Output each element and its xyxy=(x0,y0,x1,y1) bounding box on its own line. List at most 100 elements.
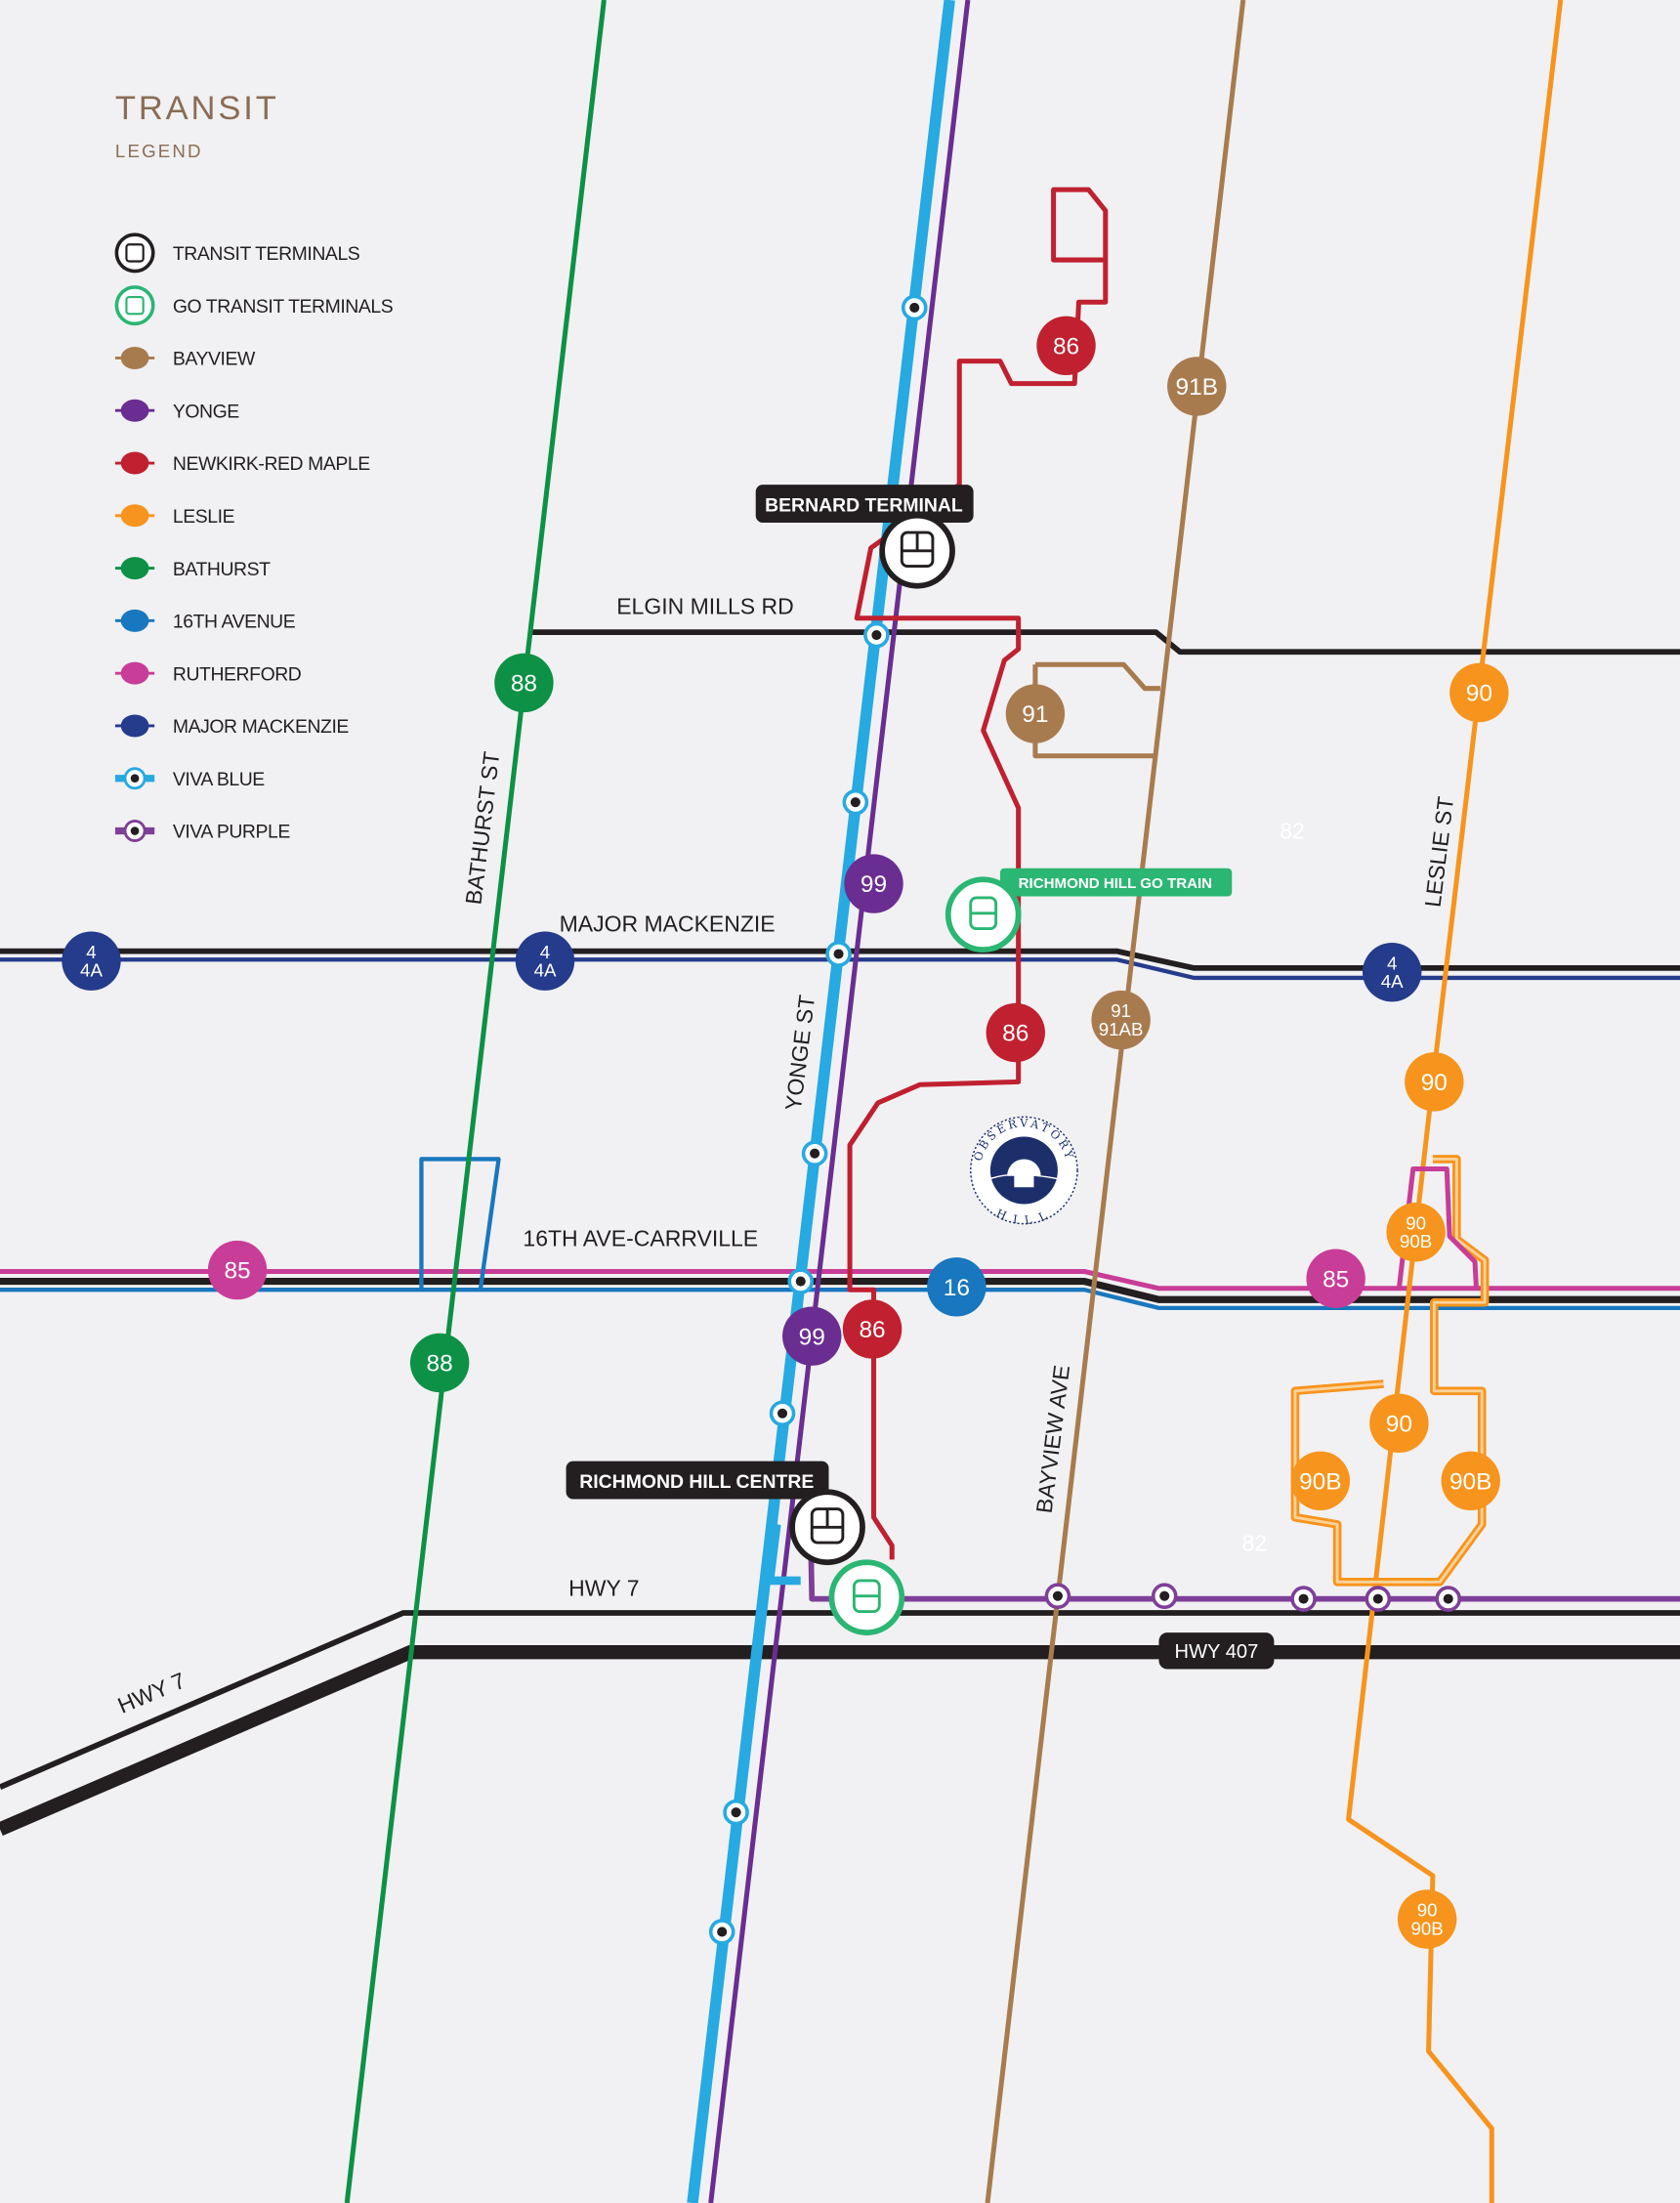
route-badge[interactable]: 86 xyxy=(986,1002,1045,1063)
train-terminal-icon xyxy=(114,285,155,326)
viva-blue-stop[interactable] xyxy=(901,294,928,321)
viva-blue-stop[interactable] xyxy=(723,1799,749,1826)
viva-blue-stop[interactable] xyxy=(801,1140,828,1167)
bus-terminal-icon xyxy=(114,233,155,274)
route-badge[interactable]: 86 xyxy=(1036,316,1096,375)
legend-item: VIVA BLUE xyxy=(114,767,266,790)
viva-stop-icon xyxy=(114,820,155,843)
bernard-terminal[interactable]: BERNARD TERMINAL xyxy=(755,485,974,589)
viva-purple-stop[interactable] xyxy=(1044,1583,1071,1610)
route-number: 4A xyxy=(534,960,557,981)
route-badge[interactable]: 86 xyxy=(842,1299,903,1359)
route-number: 88 xyxy=(511,671,537,698)
legend-item-label: LESLIE xyxy=(173,506,235,528)
legend-item-label: 16TH AVENUE xyxy=(173,612,296,633)
train-terminal-icon xyxy=(945,876,1022,953)
legend-item: GO TRANSIT TERMINALS xyxy=(114,285,394,326)
legend-item: YONGE xyxy=(114,399,240,422)
route-number: 99 xyxy=(799,1324,825,1350)
route-badge[interactable]: 85 xyxy=(207,1240,268,1300)
observatory-hill-logo: OBSERVATORY HILL xyxy=(970,1116,1078,1227)
route-number: 90 xyxy=(1466,681,1492,707)
route-number: 90B xyxy=(1449,1468,1491,1495)
route-badge[interactable]: 91B xyxy=(1167,357,1227,416)
route-badge[interactable]: 90B xyxy=(1290,1451,1351,1510)
route-badge[interactable]: 44A xyxy=(62,931,121,991)
route-leslie-90b-loop-inner xyxy=(1293,1158,1487,1584)
legend-item-label: TRANSIT TERMINALS xyxy=(173,243,360,265)
legend-subtitle: LEGEND xyxy=(115,141,203,161)
train-terminal-icon xyxy=(828,1559,905,1635)
route-number: 90B xyxy=(1299,1468,1341,1495)
route-number: 91B xyxy=(1176,374,1218,401)
route-badge[interactable]: 88 xyxy=(494,653,554,713)
route-82-label: 82 xyxy=(1280,819,1305,844)
viva-purple-stop[interactable] xyxy=(1435,1586,1462,1612)
legend-item-label: VIVA PURPLE xyxy=(173,822,290,843)
route-number: 4 xyxy=(1387,953,1397,973)
viva-purple-stop[interactable] xyxy=(1365,1586,1392,1612)
route-badge[interactable]: 90 xyxy=(1449,662,1509,723)
route-number: 90 xyxy=(1417,1900,1438,1921)
viva-stop-icon xyxy=(114,767,155,790)
go-terminal-hwy7[interactable] xyxy=(828,1559,905,1635)
legend-item: VIVA PURPLE xyxy=(114,820,291,843)
route-line-icon xyxy=(114,661,155,685)
richmond-hill-go-terminal[interactable]: RICHMOND HILL GO TRAIN xyxy=(945,868,1233,953)
route-badge[interactable]: 44A xyxy=(515,931,575,991)
viva-blue-stop[interactable] xyxy=(708,1919,735,1945)
viva-purple-stop[interactable] xyxy=(1290,1586,1317,1612)
route-line-icon xyxy=(114,399,155,422)
route-line-icon xyxy=(114,451,155,475)
route-badge[interactable]: 91 xyxy=(1005,684,1066,743)
richmond-hill-centre-terminal[interactable]: RICHMOND HILL CENTRE xyxy=(566,1461,865,1566)
route-number: 90 xyxy=(1406,1212,1426,1233)
legend-item: RUTHERFORD xyxy=(114,661,302,685)
route-rutherford-loop xyxy=(1396,1166,1479,1290)
legend-item: TRANSIT TERMINALS xyxy=(114,233,360,274)
route-badge[interactable]: 99 xyxy=(844,854,903,913)
route-number: 91AB xyxy=(1099,1019,1144,1039)
viva-blue-stop[interactable] xyxy=(863,621,890,649)
route-yonge xyxy=(708,0,971,2203)
route-number: 91 xyxy=(1022,701,1048,728)
route-line-icon xyxy=(114,714,155,738)
legend-item: NEWKIRK-RED MAPLE xyxy=(114,451,371,475)
road-16th-ave xyxy=(0,1277,1680,1303)
viva-blue-stop[interactable] xyxy=(825,941,852,967)
route-badge[interactable]: 90B xyxy=(1441,1451,1500,1510)
route-badge[interactable]: 16 xyxy=(927,1257,987,1317)
legend-item-label: RUTHERFORD xyxy=(173,663,302,685)
route-badge[interactable]: 90 xyxy=(1405,1052,1464,1112)
elgin-mills-label: ELGIN MILLS RD xyxy=(616,593,794,618)
route-badge[interactable]: 90 xyxy=(1369,1393,1429,1454)
viva-purple-stop[interactable] xyxy=(1151,1583,1178,1610)
route-number: 4A xyxy=(80,960,103,981)
route-rutherford xyxy=(0,1268,1680,1292)
route-badge[interactable]: 44A xyxy=(1362,942,1422,1002)
viva-blue-stop[interactable] xyxy=(787,1268,815,1294)
hwy7-label: HWY 7 xyxy=(568,1576,639,1601)
route-number: 4A xyxy=(1381,971,1404,992)
bus-terminal-icon xyxy=(879,512,955,589)
route-number: 16 xyxy=(944,1275,970,1301)
viva-stops xyxy=(708,294,1462,1945)
route-bathurst xyxy=(344,0,607,2203)
route-number: 90 xyxy=(1386,1411,1412,1437)
route-badge[interactable]: 85 xyxy=(1306,1249,1365,1308)
route-16th-avenue xyxy=(0,1288,1680,1311)
route-line-icon xyxy=(114,557,155,580)
route-badge[interactable]: 88 xyxy=(409,1333,470,1393)
route-number: 90B xyxy=(1400,1231,1432,1251)
viva-blue-stop[interactable] xyxy=(769,1400,796,1427)
legend-item: BATHURST xyxy=(114,557,272,580)
route-badge[interactable]: 99 xyxy=(782,1306,842,1366)
viva-blue-stop[interactable] xyxy=(842,788,869,816)
route-16th-loop xyxy=(419,1157,501,1291)
hwy407-label-box: HWY 407 xyxy=(1158,1632,1275,1670)
legend-item-label: BAYVIEW xyxy=(173,349,256,370)
